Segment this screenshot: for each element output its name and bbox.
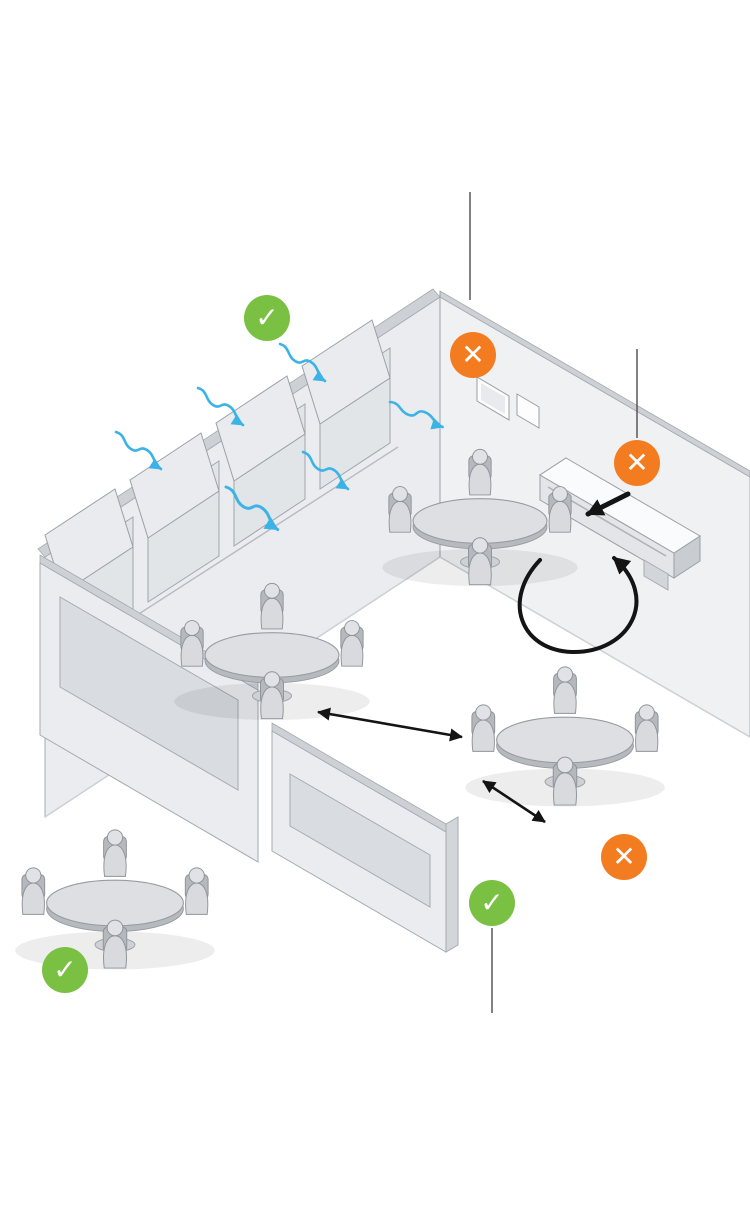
ac-outflow-arrow (585, 491, 631, 517)
check-marker-windows: ✓ (244, 295, 290, 341)
check-icon: ✓ (480, 886, 504, 919)
check-icon: ✓ (255, 301, 279, 334)
open-window (215, 375, 306, 547)
check-icon: ✓ (53, 953, 77, 986)
leader-lines (469, 192, 638, 1013)
annotation-arrows (317, 491, 639, 824)
ac-unit (539, 457, 701, 591)
cross-marker-spacing: ✕ (601, 834, 647, 880)
cross-marker-controls: ✕ (450, 332, 496, 378)
dining-table (15, 830, 215, 970)
front-wall-left (39, 554, 259, 863)
dining-table (465, 667, 665, 807)
front-wall-right (271, 722, 459, 953)
cross-marker-ac: ✕ (614, 440, 660, 486)
cross-icon: ✕ (461, 338, 485, 371)
air-recirculation-arrow (517, 556, 639, 655)
open-window (129, 432, 220, 603)
check-marker-outdoor: ✓ (42, 947, 88, 993)
wall-control-panel (476, 376, 540, 429)
cross-icon: ✕ (612, 840, 636, 873)
distance-arrow (317, 707, 463, 742)
cross-icon: ✕ (625, 446, 649, 479)
open-window (301, 319, 391, 490)
check-marker-distancing: ✓ (469, 880, 515, 926)
distance-arrow (482, 779, 546, 824)
